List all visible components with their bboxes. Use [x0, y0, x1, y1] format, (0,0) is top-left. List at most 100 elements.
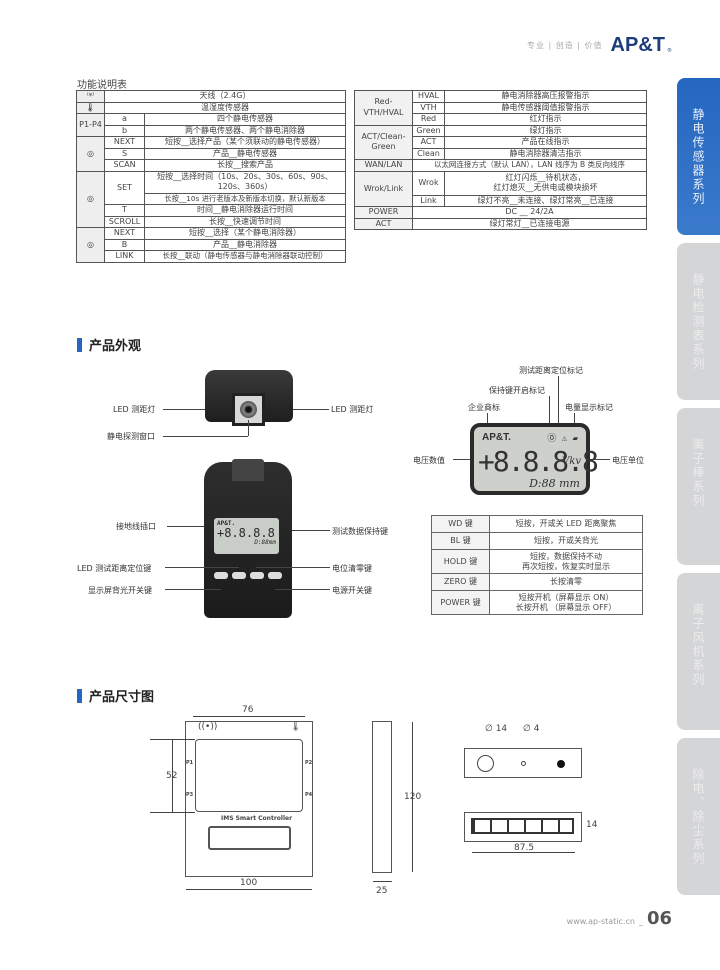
label-battery-mark: 电量显示标记 [565, 403, 613, 412]
lcd-distance: D:88 mm [529, 477, 580, 490]
page-footer: www.ap-static.cn _ 06 [566, 908, 672, 929]
detection-window [232, 393, 265, 426]
callout-line [574, 413, 575, 429]
knob-panel [208, 826, 291, 850]
table-row: POWER DC __ 24/2A [354, 206, 647, 219]
brand-logo: AP&T [610, 34, 665, 56]
table-row: B 产品__静电消除器 [77, 238, 346, 251]
callout-line [558, 376, 559, 429]
side-tab-static-meter[interactable]: 静电检测表系列 [677, 243, 720, 400]
page-header: 专业 | 创造 | 价值 AP&T ® [527, 34, 672, 57]
registered-mark: ® [667, 47, 672, 54]
controller-title: IMS Smart Controller [221, 815, 293, 822]
callout-line [165, 589, 221, 590]
port-label: P3 [186, 792, 194, 798]
dim-hole-4: ∅ 4 [523, 724, 540, 734]
callout-line [256, 567, 330, 568]
table-row: Link 绿灯不亮__未连接、绿灯常亮__已连接 [355, 194, 647, 207]
side-tab-ion-bar[interactable]: 离子棒系列 [677, 408, 720, 565]
label-window: 静电探测窗口 [107, 432, 155, 441]
keys-table: WD 键短按，开或关 LED 距离聚焦 BL 键短按，开或关背光 HOLD 键短… [431, 515, 643, 615]
meter-top [232, 459, 264, 481]
dot [557, 760, 565, 768]
table-row: POWER 键短按开机（屏幕显示 ON）长按开机 （屏幕显示 OFF） [431, 590, 643, 615]
zero-key[interactable] [250, 572, 264, 579]
callout-line [453, 459, 475, 460]
footer-url[interactable]: www.ap-static.cn [566, 917, 635, 926]
antenna-icon: ((•)) [198, 722, 218, 732]
label-ground: 接地线插口 [116, 522, 156, 531]
port-label: P4 [305, 792, 313, 798]
callout-line [165, 567, 239, 568]
side-view-drawing [372, 721, 392, 873]
table-row: ACT 产品在线指示 [355, 136, 647, 149]
dim-line [412, 722, 413, 872]
front-view-drawing [185, 721, 313, 877]
dimensions-heading: 产品尺寸图 [77, 686, 154, 705]
table-row: ZERO 键长按清零 [431, 573, 643, 591]
label-hold: 测试数据保持键 [332, 527, 388, 536]
bottom-view-drawing [464, 812, 582, 842]
function-table-left: ⁽ᵠ⁾ 天线（2.4G） 🌡 温湿度传感器 P1-P4 a 四个静电传感器 b … [76, 90, 346, 263]
heading-bar [77, 688, 82, 703]
table-row: P1-P4 a 四个静电传感器 [76, 113, 346, 137]
meter-lcd: AP&T. +8.8.8.8 D:88mm [214, 518, 279, 554]
table-row: Red-VTH/HVAL HVAL 静电消除器高压报警指示 [354, 90, 647, 126]
port-label: P1 [186, 760, 194, 766]
callout-line [167, 526, 204, 527]
dim-line [186, 889, 312, 890]
table-row: WAN/LAN 以太网连接方式（默认 LAN），LAN 线序为 B 类反向线序 [354, 159, 647, 172]
led-position-key[interactable] [232, 572, 246, 579]
table-row: T 时间__静电消除器运行时间 [77, 204, 346, 217]
label-brand-mark: 企业商标 [468, 403, 500, 412]
side-tab-static-sensor[interactable]: 静电传感器系列 [677, 78, 720, 235]
table-row: VTH 静电传感器阈值报警指示 [355, 101, 647, 114]
lcd-diagram: AP&T. ⓪ ⚠ ▰ +8.8.8.8 Vkv D:88 mm [470, 423, 599, 495]
label-zero: 电位清零键 [332, 564, 372, 573]
thermometer-icon: 🌡 [76, 101, 105, 114]
table-row: b 两个静电传感器、两个静电消除器 [77, 124, 346, 137]
antenna-icon: ⁽ᵠ⁾ [76, 90, 105, 103]
table-row: ◎ NEXT 短按__选择产品（某个须联动的静电传感器） [76, 136, 346, 172]
dim-bottom-length: 87.5 [514, 843, 535, 853]
table-row: WD 键短按，开或关 LED 距离聚焦 [431, 515, 643, 533]
function-table-title: 功能说明表 [77, 80, 127, 91]
lens [240, 401, 257, 418]
callout-line [487, 413, 488, 429]
dim-bottom-height: 14 [586, 820, 598, 830]
power-key[interactable] [268, 572, 282, 579]
label-led-pos: LED 测试距离定位键 [77, 564, 152, 573]
dim-hole-14: ∅ 14 [485, 724, 508, 734]
lcd-unit: Vkv [562, 456, 581, 467]
callout-line [588, 459, 610, 460]
callout-line [293, 409, 329, 410]
callout-line [275, 589, 330, 590]
dim-width-bottom: 100 [240, 878, 258, 888]
table-row: ACT 绿灯常灯__已连接电源 [354, 217, 647, 230]
lcd-digits: +8.8.8.8 [478, 445, 599, 478]
thermometer-icon: 🌡 [290, 722, 302, 732]
ethernet-ports [471, 818, 574, 834]
callout-line [292, 530, 330, 531]
knob-icon: ◎ [76, 170, 105, 228]
table-row: S 产品__静电传感器 [77, 147, 346, 160]
table-row: Wrok/Link Wrok 红灯闪烁__待机状态，红灯熄灭__无供电或模块损坏 [354, 170, 647, 207]
label-hold-mark: 保持键开启标记 [489, 386, 545, 395]
hole-14 [477, 755, 494, 772]
dim-line [472, 852, 575, 853]
label-led-right: LED 测距灯 [331, 405, 374, 414]
label-voltage-value: 电压数值 [413, 456, 445, 465]
side-tab-ion-fan[interactable]: 离子风机系列 [677, 573, 720, 730]
top-view-drawing [464, 748, 582, 778]
page-number: 06 [646, 908, 672, 929]
backlight-key[interactable] [214, 572, 228, 579]
side-tab-destatic-dust[interactable]: 除电、除尘系列 [677, 738, 720, 895]
dim-height: 52 [166, 771, 177, 781]
appearance-heading: 产品外观 [77, 335, 141, 354]
callout-line [163, 436, 248, 437]
table-row: Clean 静电消除器清洁指示 [355, 147, 647, 160]
table-row: ACT/Clean-Green Green 绿灯指示 [354, 124, 647, 160]
table-row: BL 键短按，开或关背光 [431, 532, 643, 550]
lcd-brand: AP&T. [482, 432, 511, 443]
table-row: 🌡 温湿度传感器 [76, 101, 346, 114]
